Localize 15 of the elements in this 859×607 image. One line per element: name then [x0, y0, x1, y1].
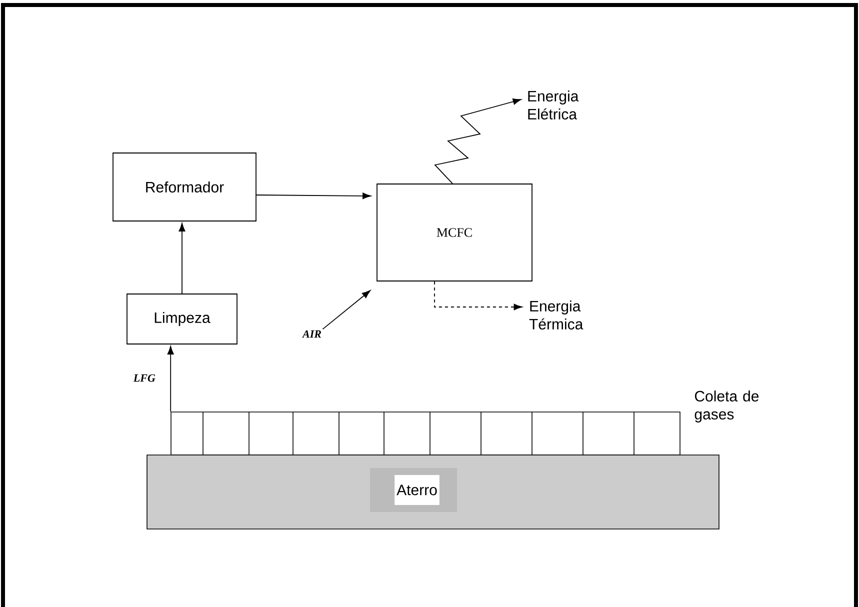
arrow	[167, 346, 174, 412]
edge-label: LFG	[132, 373, 156, 383]
input-text: AIR	[302, 330, 322, 338]
arrow	[322, 290, 370, 330]
arrow	[256, 192, 372, 200]
process-box: Limpeza	[126, 294, 238, 344]
arrow	[178, 222, 186, 294]
output-text: Energia Térmica	[529, 300, 584, 330]
fuel-cell-box: MCFC	[376, 184, 532, 282]
output-text: Energia Elétrica	[528, 90, 579, 120]
landfill-band: Aterro	[146, 454, 720, 530]
process-box: Reformador	[112, 152, 256, 222]
arrow	[434, 281, 522, 310]
node-label: Coleta de gases	[694, 390, 759, 422]
arrow	[434, 98, 522, 184]
